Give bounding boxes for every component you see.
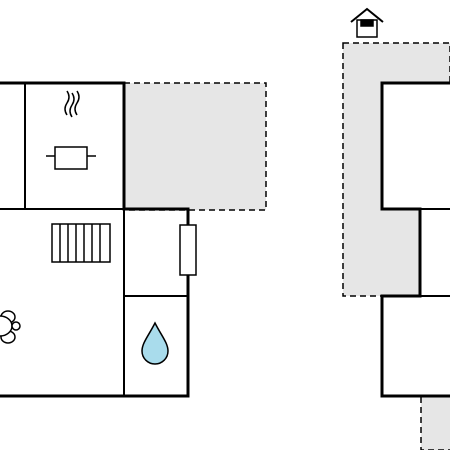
entrance-door [179, 224, 197, 276]
walkway [420, 395, 450, 450]
cooking-pot-icon [46, 90, 96, 170]
house-icon [350, 7, 384, 38]
terrace-left [123, 82, 267, 211]
left-unit-walls [0, 81, 190, 398]
right-unit-walls [380, 81, 450, 398]
radiator-icon [51, 223, 111, 263]
left-unit [0, 81, 267, 398]
water-drop-icon [141, 321, 169, 365]
table-and-chairs-icon [0, 310, 21, 344]
terrace-right [342, 42, 450, 297]
right-unit [342, 7, 450, 450]
